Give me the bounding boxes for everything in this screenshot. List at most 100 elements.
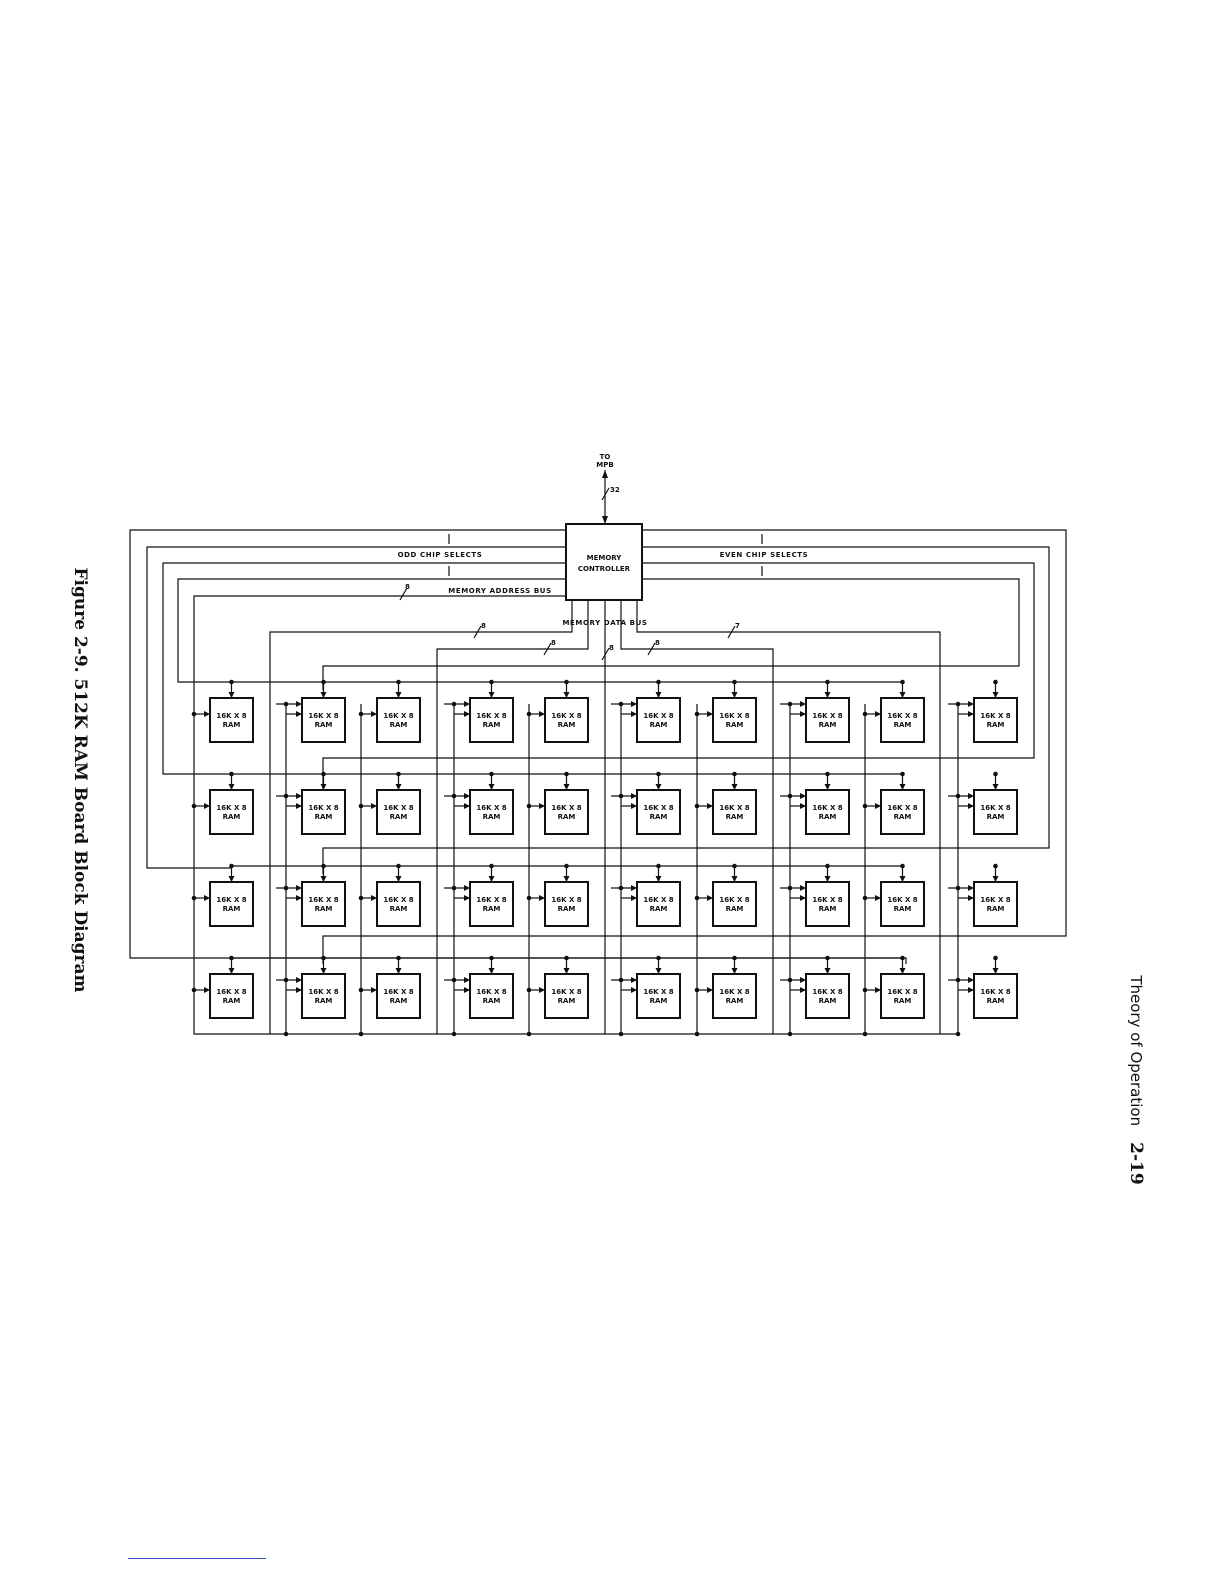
data-junction [694,1031,700,1037]
ram-chip-label: 16K X 8 [719,804,749,812]
ram-chip-label: 16K X 8 [383,804,413,812]
ram-chip-label: 16K X 8 [216,804,246,812]
ram-chip-label: 16K X 8 [383,896,413,904]
footer-rule [128,1558,266,1559]
ram-chip-label: 16K X 8 [551,988,581,996]
mpb-label: MPB [596,461,613,469]
ram-chip-type: RAM [819,813,837,821]
ram-chip-type: RAM [819,721,837,729]
data-junction [862,1031,868,1037]
ram-chip-type: RAM [650,905,668,913]
ram-chip-type: RAM [390,813,408,821]
data-width-3: 8 [609,644,614,652]
ram-chip-type: RAM [558,997,576,1005]
ram-chip-type: RAM [726,813,744,821]
ram-chip-label: 16K X 8 [719,988,749,996]
controller-label-1: MEMORY [587,554,623,562]
figure-caption: Figure 2-9. 512K RAM Board Block Diagram [70,567,90,993]
ram-chip-type: RAM [987,813,1005,821]
ram-chip-type: RAM [223,905,241,913]
ram-chip-label: 16K X 8 [308,988,338,996]
ram-chip-label: 16K X 8 [643,896,673,904]
data-junction [283,1031,289,1037]
ram-chip-label: 16K X 8 [812,804,842,812]
data-width-2: 8 [551,639,556,647]
ram-chip-label: 16K X 8 [476,896,506,904]
ram-chip-label: 16K X 8 [980,712,1010,720]
address-width-label: 8 [405,583,410,591]
data-junction [955,1031,961,1037]
ram-chip-type: RAM [558,813,576,821]
ram-chip-label: 16K X 8 [308,712,338,720]
memory-controller: MEMORY CONTROLLER [565,523,643,601]
ram-chip-label: 16K X 8 [812,988,842,996]
ram-chip-label: 16K X 8 [887,988,917,996]
ram-chip-label: 16K X 8 [216,712,246,720]
ram-chip-label: 16K X 8 [216,896,246,904]
ram-chip-label: 16K X 8 [383,712,413,720]
ram-chip-type: RAM [390,905,408,913]
ram-chip-type: RAM [894,905,912,913]
ram-chip-label: 16K X 8 [980,988,1010,996]
address-bus-label: MEMORY ADDRESS BUS [448,587,551,595]
ram-chip-label: 16K X 8 [887,712,917,720]
ram-chip-type: RAM [315,997,333,1005]
ram-chip-type: RAM [315,721,333,729]
ram-chip-label: 16K X 8 [308,896,338,904]
ram-chip-type: RAM [987,905,1005,913]
ram-chip-type: RAM [987,997,1005,1005]
data-width-5: 7 [735,622,740,630]
ram-chip-label: 16K X 8 [551,712,581,720]
ram-chip-type: RAM [987,721,1005,729]
ram-chip-type: RAM [726,905,744,913]
ram-chip-type: RAM [894,721,912,729]
ram-chip-type: RAM [315,905,333,913]
data-width-4: 8 [655,639,660,647]
ram-chip-label: 16K X 8 [812,896,842,904]
ram-chip-label: 16K X 8 [887,896,917,904]
ram-chip-type: RAM [650,721,668,729]
ram-chip-type: RAM [819,905,837,913]
ram-chip-label: 16K X 8 [383,988,413,996]
ram-chip-type: RAM [390,721,408,729]
ram-chip-label: 16K X 8 [887,804,917,812]
data-junction [358,1031,364,1037]
ram-chip-type: RAM [483,905,501,913]
even-chip-selects-label: EVEN CHIP SELECTS [720,551,809,559]
ram-chip-label: 16K X 8 [812,712,842,720]
ram-chip-type: RAM [650,813,668,821]
ram-chip-label: 16K X 8 [476,712,506,720]
